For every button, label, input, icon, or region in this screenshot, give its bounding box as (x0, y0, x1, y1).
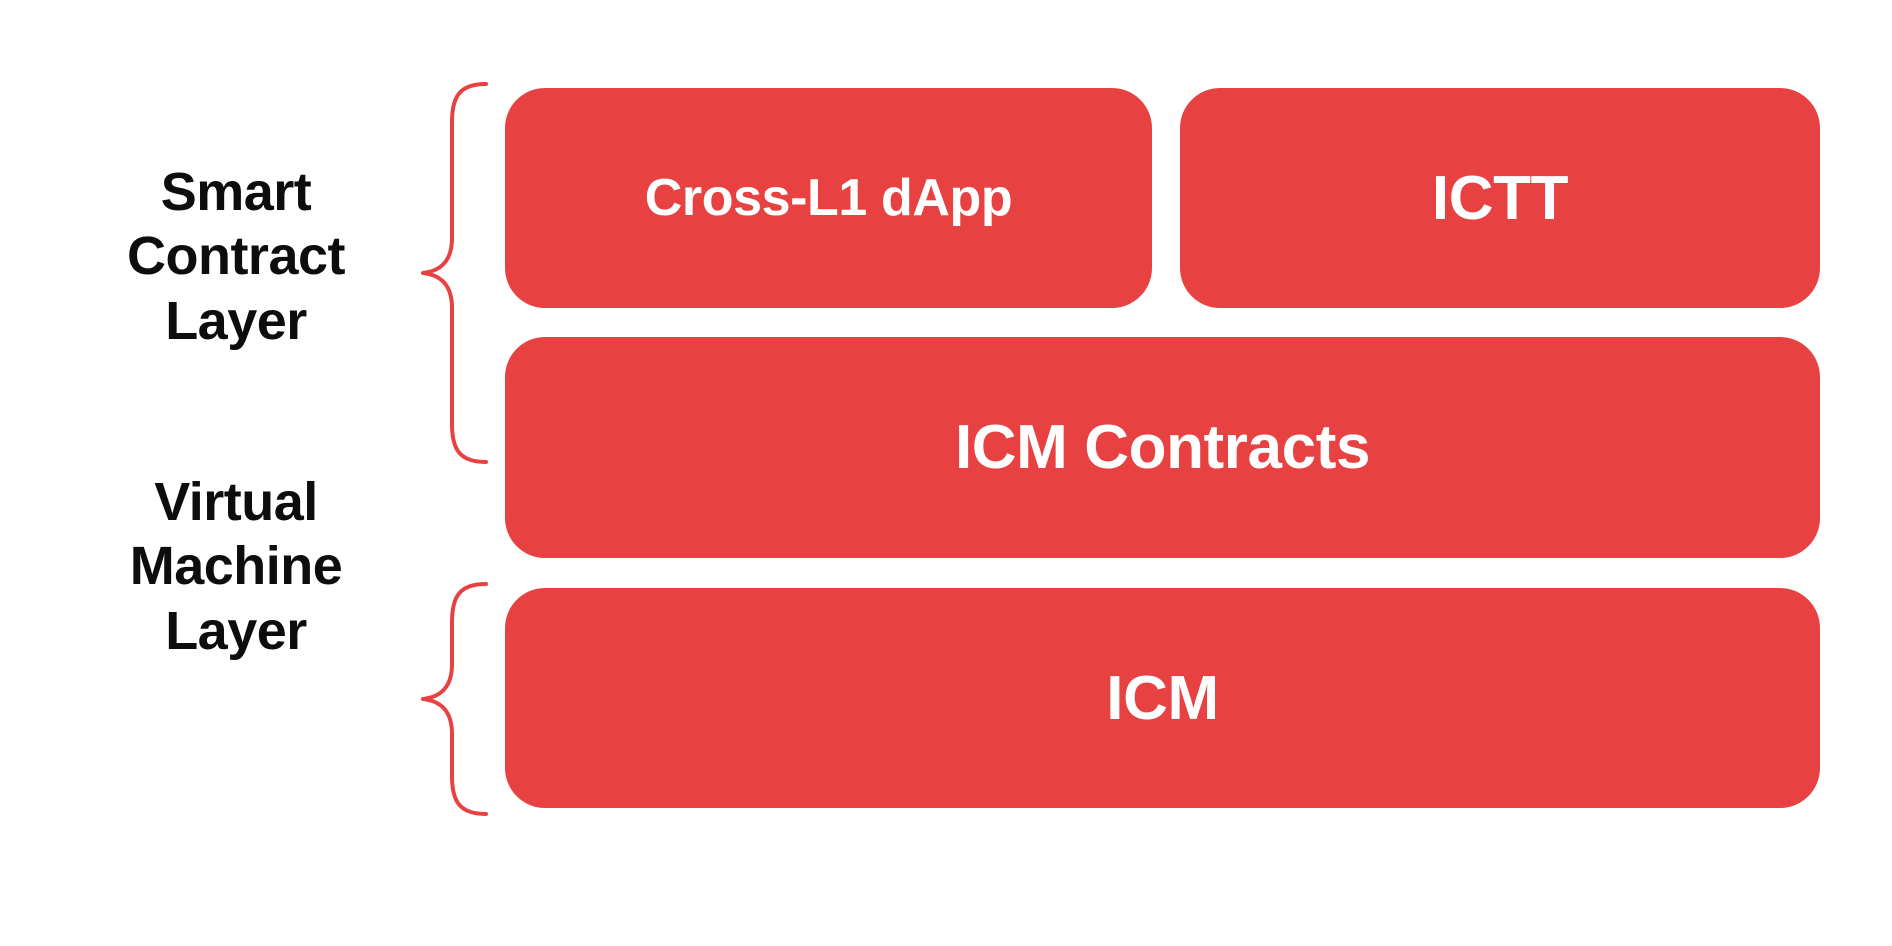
layer-label-virtual-machine: Virtual Machine Layer (129, 472, 343, 661)
block-icm[interactable]: ICM (505, 588, 1820, 808)
layer-label-smart-contract: Smart Contract Layer (126, 162, 346, 351)
block-label-icm: ICM (1106, 663, 1219, 733)
block-label-ictt: ICTT (1431, 163, 1569, 233)
curly-brace-virtual-machine-icon (414, 580, 494, 818)
block-icm-contracts[interactable]: ICM Contracts (505, 337, 1820, 558)
block-label-cross-l1-dapp: Cross-L1 dApp (644, 169, 1013, 227)
block-cross-l1-dapp[interactable]: Cross-L1 dApp (505, 88, 1152, 308)
block-label-icm-contracts: ICM Contracts (954, 413, 1371, 482)
block-ictt[interactable]: ICTT (1180, 88, 1820, 308)
curly-brace-smart-contract-icon (414, 80, 494, 466)
